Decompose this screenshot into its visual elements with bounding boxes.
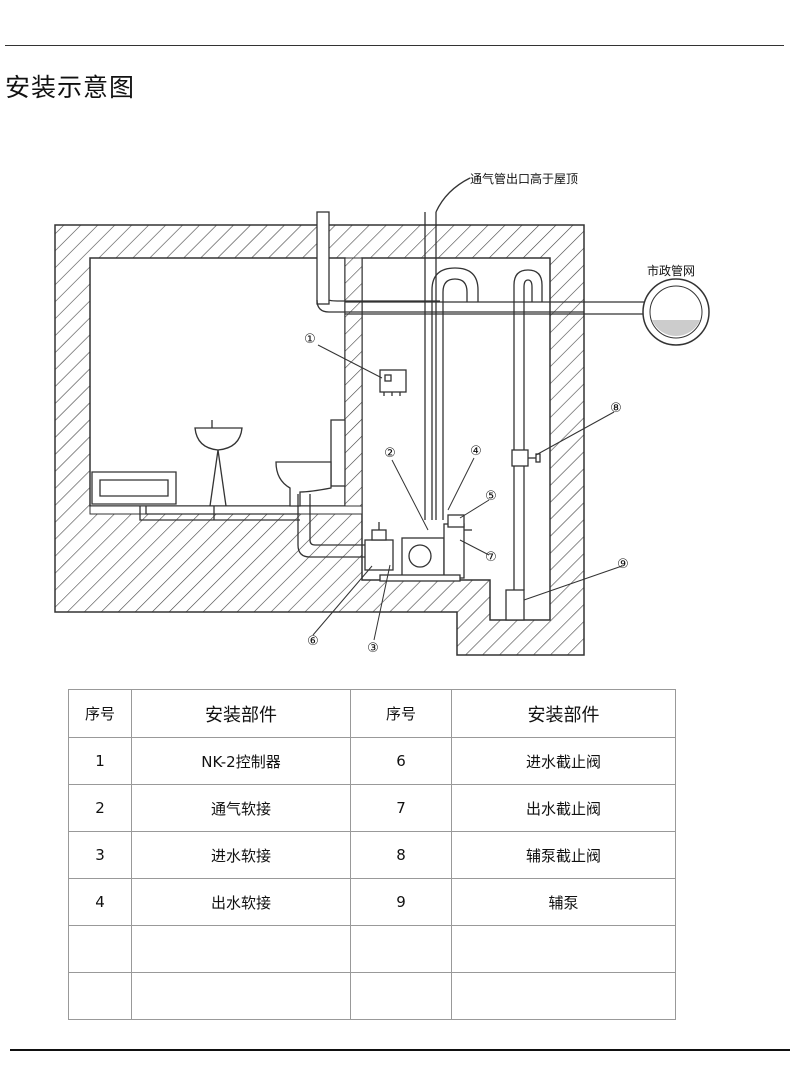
header-index-1: 序号: [68, 689, 132, 738]
header-part-1: 安装部件: [131, 689, 351, 738]
discharge-pipe: [345, 301, 650, 315]
marker-2: ②: [384, 446, 396, 461]
parts-table: 序号 安装部件 序号 安装部件 1 NK-2控制器 6 进水截止阀 2 通气软接…: [68, 689, 676, 1020]
vent-label: 通气管出口高于屋顶: [470, 171, 578, 186]
cell-part: [131, 925, 351, 973]
drain-pipe: [139, 494, 365, 558]
marker-5: ⑤: [485, 489, 497, 504]
cell-index: 7: [350, 784, 452, 832]
cell-index: [68, 925, 132, 973]
table-row: 4 出水软接 9 辅泵: [68, 878, 676, 926]
left-vent-stack: [316, 211, 584, 313]
cell-part: NK-2控制器: [131, 737, 351, 785]
header-index-2: 序号: [350, 689, 452, 738]
cell-part: 进水截止阀: [451, 737, 676, 785]
table-row: 2 通气软接 7 出水截止阀: [68, 784, 676, 832]
marker-3: ③: [367, 641, 379, 656]
marker-1: ①: [304, 332, 316, 347]
header-part-2: 安装部件: [451, 689, 676, 738]
table-row: [68, 972, 676, 1020]
table-row: 1 NK-2控制器 6 进水截止阀: [68, 737, 676, 785]
cell-part: 通气软接: [131, 784, 351, 832]
cell-part: 辅泵: [451, 878, 676, 926]
cell-part: 进水软接: [131, 831, 351, 879]
cell-index: 2: [68, 784, 132, 832]
cell-index: 4: [68, 878, 132, 926]
aux-valve: [511, 449, 541, 467]
marker-7: ⑦: [485, 550, 497, 565]
cell-index: [350, 925, 452, 973]
toilet: [275, 419, 346, 507]
table-header-row: 序号 安装部件 序号 安装部件: [68, 689, 676, 738]
cell-part: 辅泵截止阀: [451, 831, 676, 879]
cell-index: 3: [68, 831, 132, 879]
marker-8: ⑧: [610, 401, 622, 416]
aux-pump: [505, 589, 525, 621]
marker-4: ④: [470, 444, 482, 459]
cell-index: 9: [350, 878, 452, 926]
marker-9: ⑨: [617, 557, 629, 572]
table-row: [68, 925, 676, 973]
marker-6: ⑥: [307, 634, 319, 649]
sewer-label: 市政管网: [647, 263, 695, 278]
bottom-rule: [10, 1049, 790, 1051]
vent-pipe: [424, 177, 471, 520]
cell-index: 8: [350, 831, 452, 879]
cell-index: [68, 972, 132, 1020]
sewer-main: [642, 278, 710, 346]
wash-basin: [194, 420, 243, 507]
leader-lines: [312, 344, 623, 641]
cell-index: [350, 972, 452, 1020]
page-title: 安装示意图: [5, 73, 136, 102]
top-rule: [5, 45, 784, 46]
installation-diagram: 通气管出口高于屋顶 市政管网: [54, 171, 710, 656]
cell-part: 出水软接: [131, 878, 351, 926]
cell-part: 出水截止阀: [451, 784, 676, 832]
aux-pump-pipe: [513, 269, 543, 590]
cell-index: 6: [350, 737, 452, 785]
lifting-pump: [364, 514, 472, 582]
cell-part: [131, 972, 351, 1020]
cell-index: 1: [68, 737, 132, 785]
outlet-pipe: [431, 267, 479, 520]
cell-part: [451, 972, 676, 1020]
controller: [379, 369, 407, 396]
cell-part: [451, 925, 676, 973]
bathtub: [91, 471, 177, 505]
table-row: 3 进水软接 8 辅泵截止阀: [68, 831, 676, 879]
